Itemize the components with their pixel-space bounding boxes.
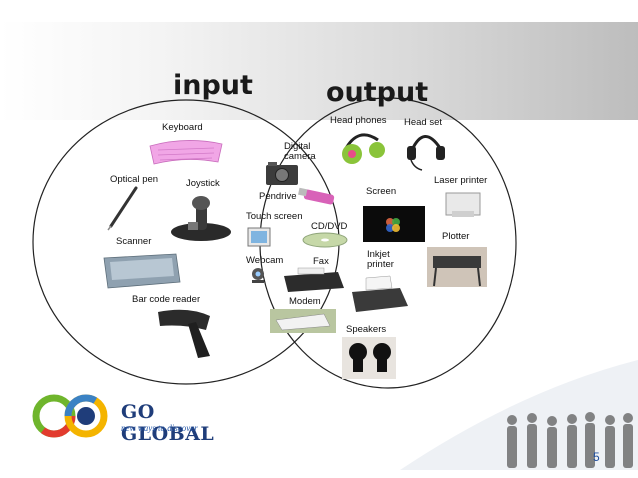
inkjet-printer-label-2: printer (367, 259, 394, 270)
plotter-label: Plotter (442, 231, 469, 242)
keyboard-icon (149, 140, 223, 165)
head-phones-label: Head phones (330, 115, 387, 126)
speakers-label: Speakers (346, 324, 386, 335)
bar-code-reader-label: Bar code reader (132, 294, 200, 305)
laser-printer-label: Laser printer (434, 175, 487, 186)
laser-printer-icon (445, 192, 481, 217)
brand-tagline: new ways to discover (121, 423, 198, 433)
touch-screen-label: Touch screen (246, 211, 303, 222)
fax-label: Fax (313, 256, 329, 267)
scanner-label: Scanner (116, 236, 151, 247)
touch-screen-icon (247, 227, 271, 247)
inkjet-printer-icon (352, 275, 408, 312)
keyboard-label: Keyboard (162, 122, 203, 133)
brand-logo: GO GLOBAL new ways to discover (28, 392, 218, 445)
inkjet-printer-label-1: Inkjet (367, 249, 390, 260)
header-banner (0, 22, 638, 120)
speakers-icon (342, 337, 396, 379)
screen-icon (363, 206, 425, 242)
business-people-icon (507, 412, 633, 468)
pendrive-icon (298, 187, 335, 205)
cd-dvd-label: CD/DVD (311, 221, 348, 232)
headphones-icon (342, 133, 385, 164)
optical-pen-label: Optical pen (110, 174, 158, 185)
cd-dvd-icon (302, 232, 348, 248)
go-global-logo-icon (32, 394, 108, 438)
pendrive-label: Pendrive (259, 191, 297, 202)
plotter-icon (427, 247, 487, 287)
page-number: 5 (593, 450, 600, 464)
barcode-reader-icon (158, 309, 210, 358)
headset-icon (407, 135, 445, 171)
digital-camera-icon (266, 162, 298, 185)
digital-camera-label-2: camera (284, 151, 316, 162)
decorative-swoosh (400, 360, 638, 470)
optical-pen-icon (107, 186, 138, 231)
input-title: input (173, 70, 253, 101)
joystick-label: Joystick (186, 178, 220, 189)
modem-icon (270, 309, 336, 333)
brand-name: GO GLOBAL (121, 401, 215, 445)
scanner-icon (103, 253, 181, 289)
webcam-icon (252, 268, 264, 283)
joystick-icon (171, 196, 231, 241)
modem-label: Modem (289, 296, 321, 307)
screen-label: Screen (366, 186, 396, 197)
webcam-label: Webcam (246, 255, 283, 266)
output-title: output (326, 77, 428, 108)
head-set-label: Head set (404, 117, 442, 128)
digital-camera-label-1: Digital (284, 141, 310, 152)
fax-icon (284, 267, 344, 292)
